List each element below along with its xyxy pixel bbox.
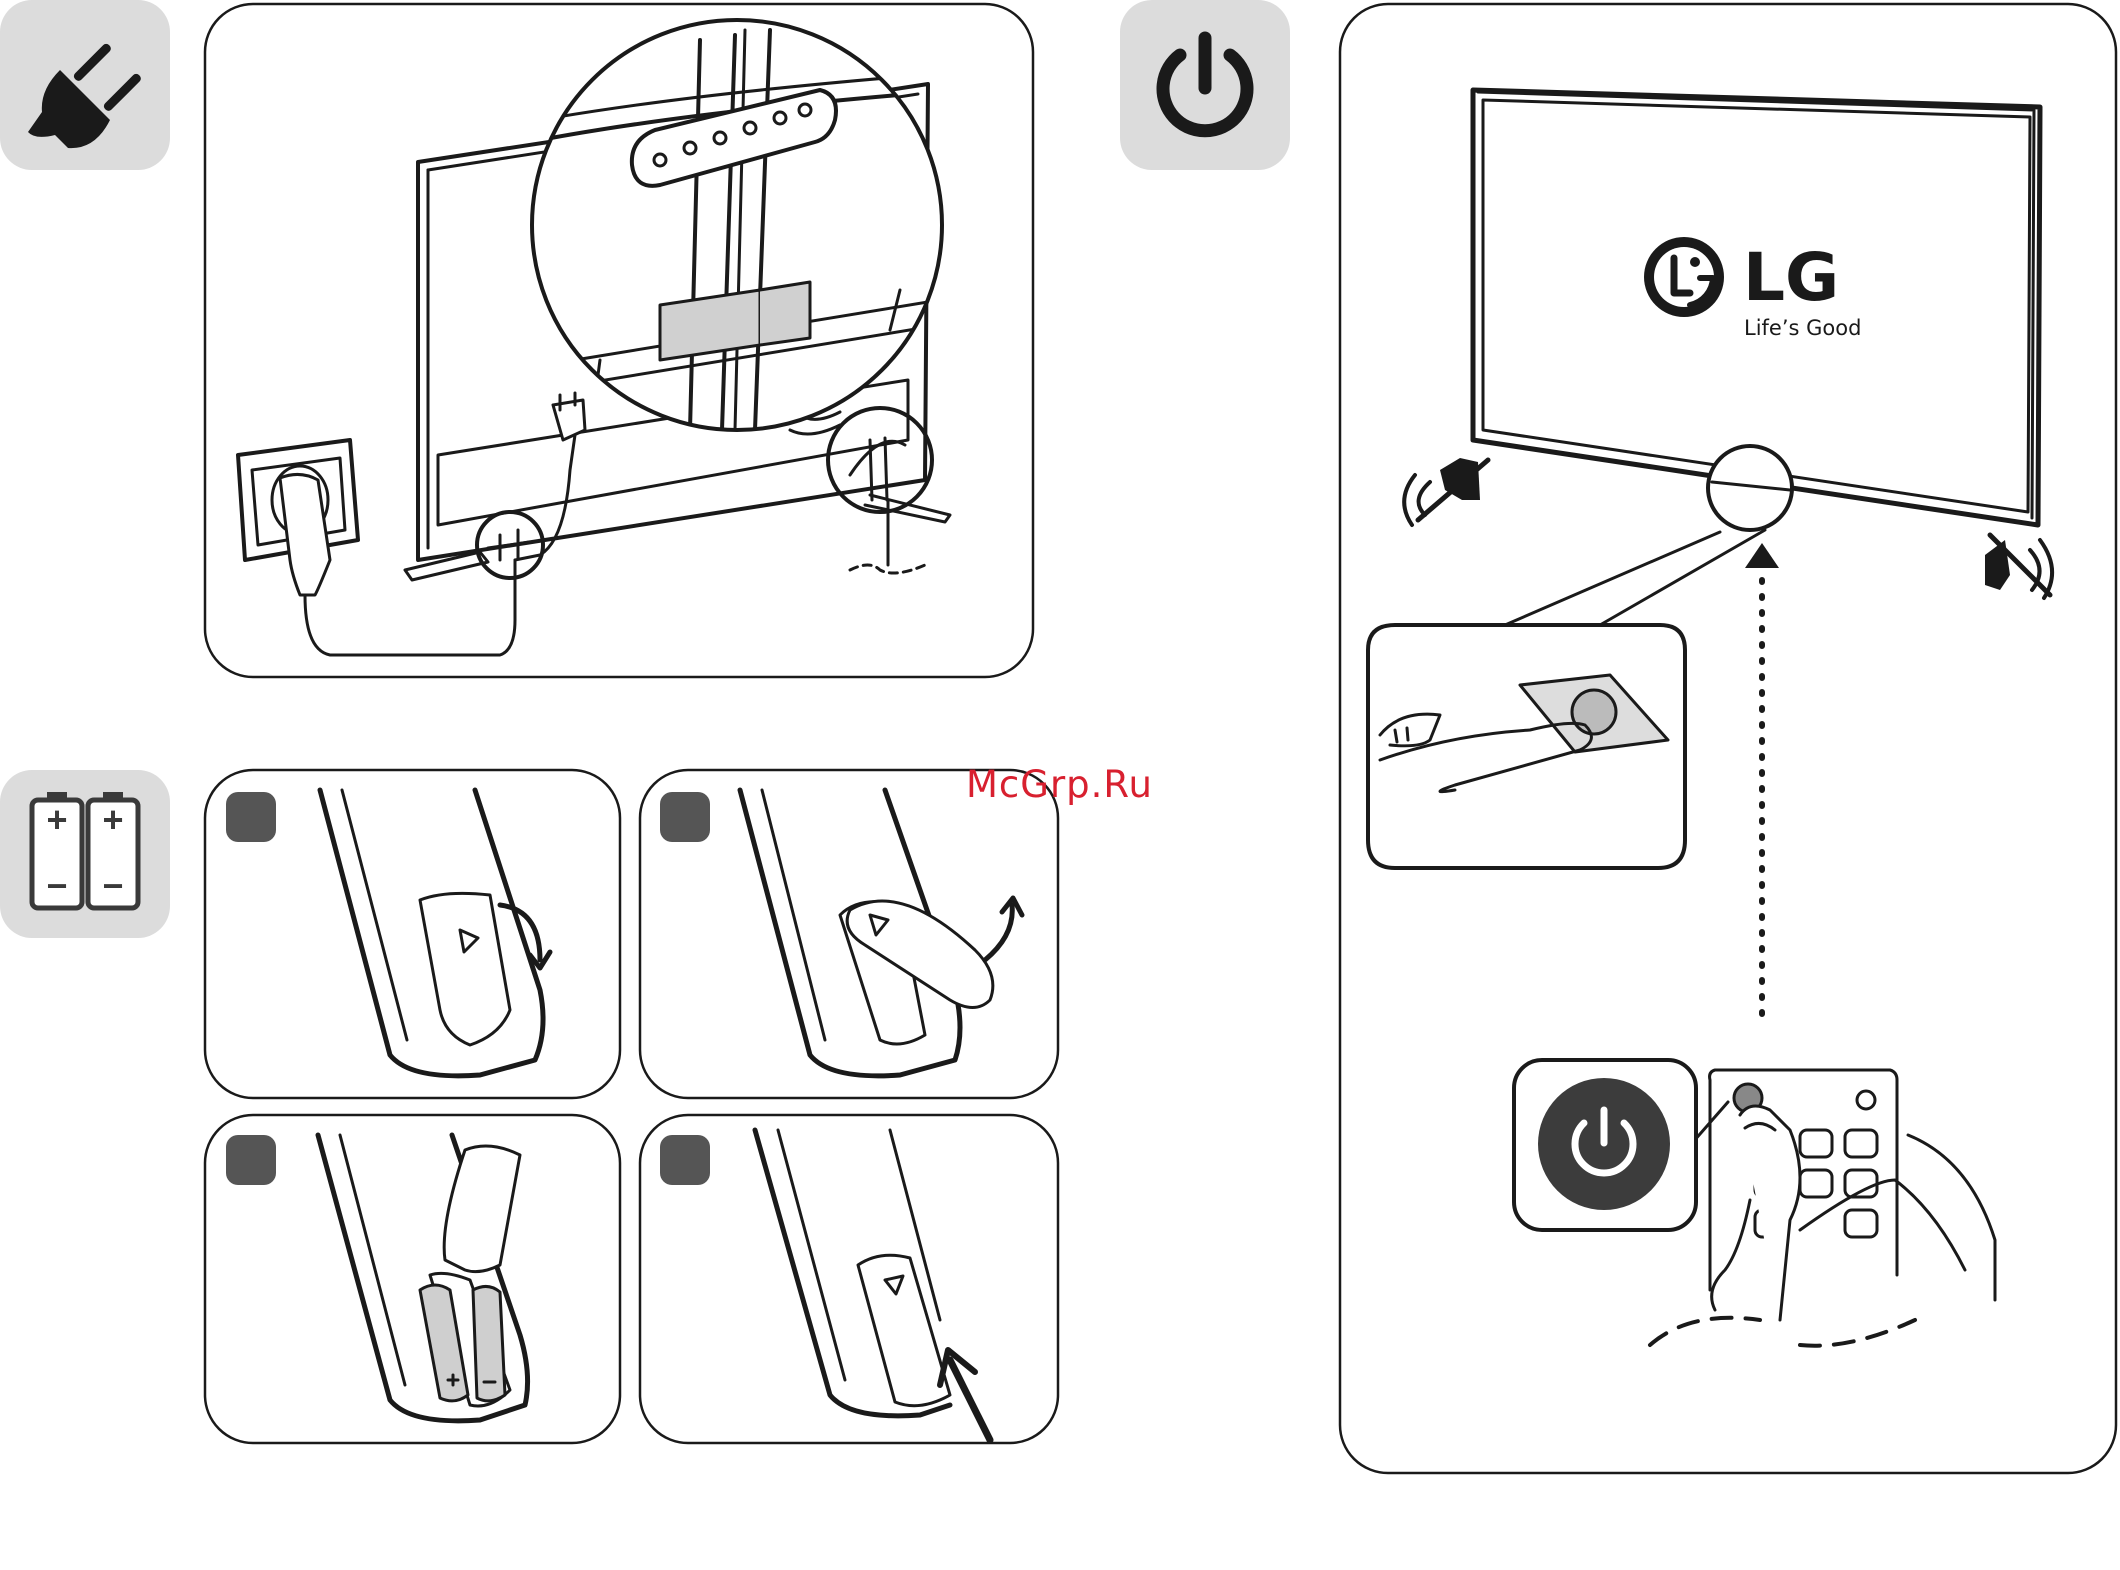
wall-socket xyxy=(238,440,358,595)
joystick-zoom xyxy=(1368,530,1765,868)
cable-clip-zoom xyxy=(532,20,960,435)
battery-plus-sign: + xyxy=(46,799,67,840)
signal-path-dots xyxy=(1745,543,1779,1015)
power-button-zoom xyxy=(1514,1060,1728,1230)
lg-tagline: Life’s Good xyxy=(1744,316,1861,340)
speaker-muted-icon-right xyxy=(1985,535,2052,598)
battery-plus-sign: + xyxy=(102,799,123,840)
battery-step-3 xyxy=(205,1115,620,1443)
battery-steps xyxy=(205,770,1058,1443)
cable-holder-magnifier xyxy=(477,512,543,578)
step-badge xyxy=(226,1135,276,1185)
remote-in-hand xyxy=(1650,1070,1995,1346)
plug-section-tile xyxy=(0,0,170,170)
battery-step-1 xyxy=(205,770,620,1098)
step-badge xyxy=(660,792,710,842)
battery-step-2 xyxy=(640,770,1058,1098)
power-connection-panel xyxy=(205,4,1033,677)
ir-sensor-circle xyxy=(1708,446,1792,530)
step-badge xyxy=(226,792,276,842)
battery-step-4 xyxy=(640,1115,1058,1443)
power-section-tile xyxy=(1120,0,1290,170)
battery-minus-sign: − xyxy=(102,865,123,906)
battery-minus-sign: − xyxy=(46,865,67,906)
lg-wordmark: LG xyxy=(1743,239,1839,316)
watermark-text: McGrp.Ru xyxy=(966,763,1153,806)
step-badge xyxy=(660,1135,710,1185)
batteries-section-tile: + + − − xyxy=(0,770,170,938)
power-on-panel: LG Life’s Good xyxy=(1340,4,2116,1473)
speaker-muted-icon-left xyxy=(1404,458,1488,525)
lg-logo xyxy=(1644,237,1724,317)
